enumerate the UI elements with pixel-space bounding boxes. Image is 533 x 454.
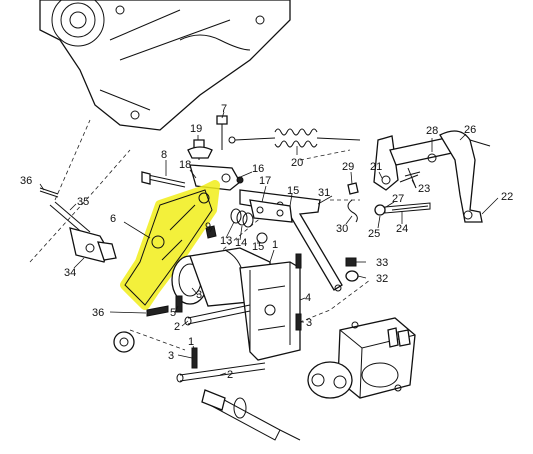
callout-6: 6 [110, 213, 116, 225]
callout-32: 32 [376, 273, 388, 285]
spring-20 [228, 128, 361, 148]
bolt-3-lower [191, 347, 198, 369]
callout-24: 24 [396, 223, 408, 235]
callout-34: 34 [64, 267, 76, 279]
callout-7: 7 [221, 103, 227, 115]
mounting-bracket-4 [239, 261, 301, 361]
lever-assembly-right [373, 130, 491, 223]
callout-15-lower: 15 [252, 241, 264, 253]
bolt-8 [141, 171, 186, 188]
callout-26: 26 [464, 124, 476, 136]
rod-24 [374, 202, 431, 216]
pin-36-lower [146, 305, 169, 317]
callout-8: 8 [161, 149, 167, 161]
fitting-33 [345, 257, 357, 267]
drive-shaft [201, 389, 301, 441]
bolt-7 [216, 115, 228, 150]
callout-16: 16 [252, 163, 264, 175]
callout-1-top: 1 [272, 239, 278, 251]
callout-13: 13 [220, 235, 232, 247]
callout-15-upper: 15 [287, 185, 299, 197]
callout-29: 29 [342, 161, 354, 173]
bolt-19 [187, 139, 213, 160]
callout-2-upper: 2 [174, 321, 180, 333]
hydraulic-pump [307, 317, 416, 399]
callout-31: 31 [318, 187, 330, 199]
callout-21: 21 [370, 161, 382, 173]
nut-29 [347, 182, 359, 195]
callout-20: 20 [291, 157, 303, 169]
highlighted-plate-6 [120, 180, 220, 310]
callout-22: 22 [501, 191, 513, 203]
callout-3-right: 3 [306, 317, 312, 329]
shaft-34-35 [49, 201, 117, 263]
callout-5: 5 [170, 307, 176, 319]
callout-27: 27 [392, 193, 404, 205]
washer [113, 331, 135, 353]
callout-18: 18 [179, 159, 191, 171]
washers-13-14-15 [205, 208, 268, 244]
shaft-2-upper [184, 304, 251, 326]
callout-25: 25 [368, 228, 380, 240]
callout-23: 23 [418, 183, 430, 195]
callout-1-lower: 1 [188, 336, 194, 348]
bolt-5 [175, 295, 183, 313]
callout-3-upper: 3 [196, 289, 202, 301]
callout-36-lower: 36 [92, 307, 104, 319]
callout-35: 35 [77, 196, 89, 208]
callout-30: 30 [336, 223, 348, 235]
callout-28: 28 [426, 125, 438, 137]
callout-2-lower: 2 [227, 369, 233, 381]
bracket-16-17 [189, 164, 293, 223]
fitting-32 [345, 270, 359, 282]
leader-lines [39, 111, 499, 376]
callout-3-lower: 3 [168, 350, 174, 362]
callout-36-top: 36 [20, 175, 32, 187]
clip-30 [347, 199, 358, 223]
callout-33: 33 [376, 257, 388, 269]
engine-housing [39, 0, 291, 131]
callout-17: 17 [259, 175, 271, 187]
bolt-1-top [295, 253, 302, 269]
callout-9: 9 [205, 221, 211, 233]
callout-14: 14 [235, 237, 247, 249]
callout-4: 4 [305, 292, 311, 304]
callout-19: 19 [190, 123, 202, 135]
bolt-3-right [295, 313, 302, 331]
callout-labels: 7 19 20 28 26 8 18 16 29 21 36 17 15 31 … [20, 103, 513, 381]
shaft-2-lower [176, 362, 266, 383]
pin-36-top [39, 187, 59, 198]
